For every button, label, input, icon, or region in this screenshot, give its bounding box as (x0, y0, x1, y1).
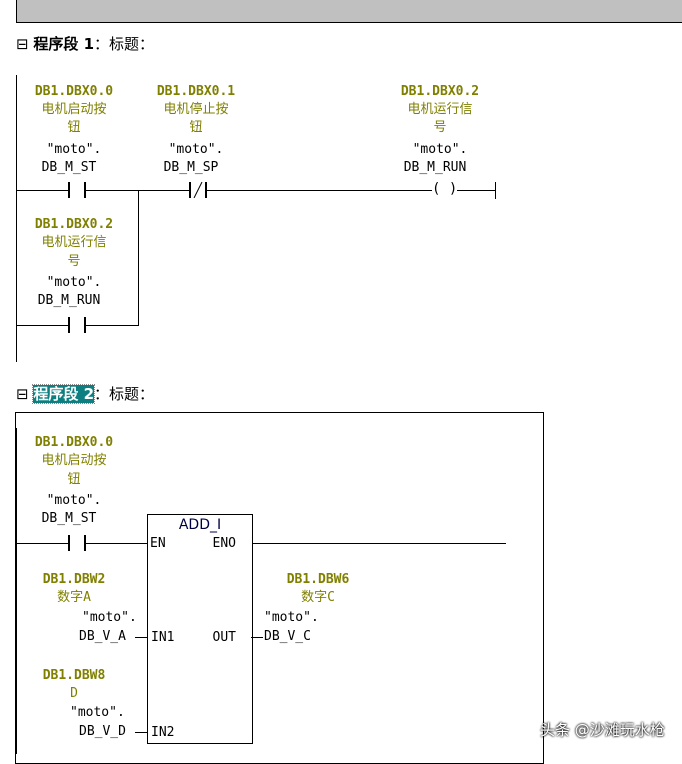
nc-contact-symbol[interactable] (189, 182, 207, 198)
rung-wire (16, 190, 496, 191)
toolbar (16, 0, 682, 23)
pin-in2: IN2 (151, 725, 175, 740)
comment: 钮 (67, 120, 81, 135)
comment: 数字A (57, 590, 91, 605)
network-1-header[interactable]: ⊟ 程序段 1：标题： (16, 33, 154, 54)
symbol: DB_M_RUN (37, 293, 101, 308)
db-name: "moto". (46, 275, 102, 290)
network-label: 程序段 1 (33, 35, 95, 53)
address: DB1.DBW8 (42, 668, 106, 683)
network-label: 程序段 2 (32, 384, 96, 404)
symbol: DB_V_A (79, 629, 126, 644)
in2-wire (135, 732, 147, 733)
comment: 钮 (189, 120, 203, 135)
symbol: DB_M_RUN (403, 160, 467, 175)
db-name: "moto". (264, 610, 319, 625)
pin-eno: ENO (212, 536, 236, 551)
coil-end (495, 182, 496, 199)
pin-out: OUT (212, 630, 236, 645)
db-name: "moto". (168, 142, 224, 157)
address: DB1.DBX0.2 (34, 217, 114, 232)
comment: 电机停止按 (163, 102, 229, 117)
db-name: "moto". (46, 142, 102, 157)
power-rail (16, 428, 17, 754)
watermark: 头条 @沙滩玩水枪 (540, 721, 665, 739)
address: DB1.DBW6 (286, 572, 350, 587)
comment: 电机运行信 (407, 102, 473, 117)
block-name: ADD_I (178, 517, 222, 533)
rung-wire (16, 543, 506, 544)
comment: 电机运行信 (41, 235, 107, 250)
address: DB1.DBX0.0 (34, 435, 114, 450)
address: DB1.DBX0.1 (156, 84, 236, 99)
network-title: 标题： (109, 35, 155, 53)
coil-symbol[interactable]: ( ) (432, 181, 458, 197)
no-contact-symbol[interactable] (68, 535, 86, 551)
separator: ： (94, 35, 110, 53)
comment: 钮 (67, 472, 81, 487)
comment: 号 (433, 120, 447, 135)
symbol: DB_V_C (264, 629, 311, 644)
out-wire (251, 637, 263, 638)
pin-in1: IN1 (151, 630, 175, 645)
address: DB1.DBX0.2 (400, 84, 480, 99)
symbol: DB_V_D (79, 724, 126, 739)
db-name: "moto". (412, 142, 468, 157)
no-contact-symbol[interactable] (68, 317, 86, 333)
pin-en: EN (150, 536, 166, 551)
in1-wire (135, 637, 147, 638)
comment: D (70, 686, 78, 701)
collapse-icon[interactable]: ⊟ (16, 35, 29, 53)
db-name: "moto". (46, 493, 102, 508)
comment: 电机启动按 (41, 102, 107, 117)
power-rail (16, 75, 17, 362)
symbol: DB_M_ST (41, 511, 97, 526)
network-2-header[interactable]: ⊟ 程序段 2：标题： (16, 383, 154, 404)
network-title: ：标题： (94, 385, 155, 403)
add-i-block[interactable]: ADD_I EN ENO IN1 OUT IN2 (147, 514, 253, 744)
comment: 号 (67, 254, 81, 269)
comment: 电机启动按 (41, 453, 107, 468)
address: DB1.DBW2 (42, 572, 106, 587)
symbol: DB_M_ST (41, 160, 97, 175)
comment: 数字C (301, 590, 335, 605)
no-contact-symbol[interactable] (68, 182, 86, 198)
symbol: DB_M_SP (163, 160, 219, 175)
branch-wire (138, 190, 139, 325)
db-name: "moto". (82, 610, 137, 625)
address: DB1.DBX0.0 (34, 84, 114, 99)
db-name: "moto". (70, 705, 125, 720)
collapse-icon[interactable]: ⊟ (16, 385, 29, 403)
